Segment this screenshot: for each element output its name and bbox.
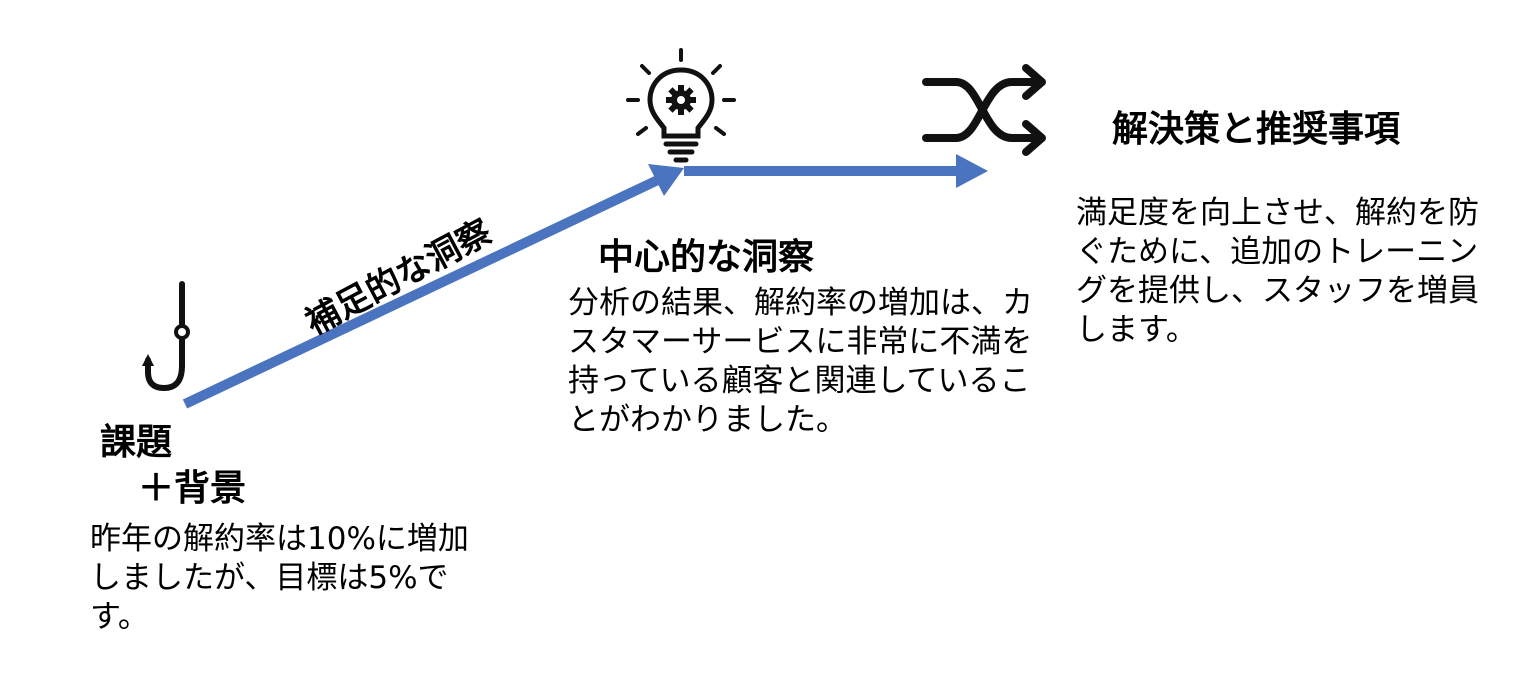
diagonal-arrow-head: [648, 164, 684, 196]
lightbulb-gear-icon: [622, 48, 740, 166]
hook-icon: [138, 280, 208, 395]
problem-title-line2: ＋背景: [138, 468, 247, 509]
solution-description: 満足度を向上させ、解約を防ぐために、追加のトレーニングを提供し、スタッフを増員し…: [1076, 195, 1479, 348]
core-insight-title: 中心的な洞察: [598, 237, 815, 278]
core-insight-description: 分析の結果、解約率の増加は、カスタマーサービスに非常に不満を持っている顧客と関連…: [568, 285, 1033, 438]
shuffle-arrows-icon: [922, 60, 1052, 160]
diagonal-arrow-shaft: [182, 173, 665, 409]
horizontal-arrow-head: [956, 154, 988, 188]
problem-title: 課題 ＋背景: [100, 420, 246, 512]
problem-title-line1: 課題: [100, 422, 173, 463]
problem-description: 昨年の解約率は10%に増加しましたが、目標は5%です。: [90, 521, 469, 635]
solution-title: 解決策と推奨事項: [1112, 109, 1401, 150]
